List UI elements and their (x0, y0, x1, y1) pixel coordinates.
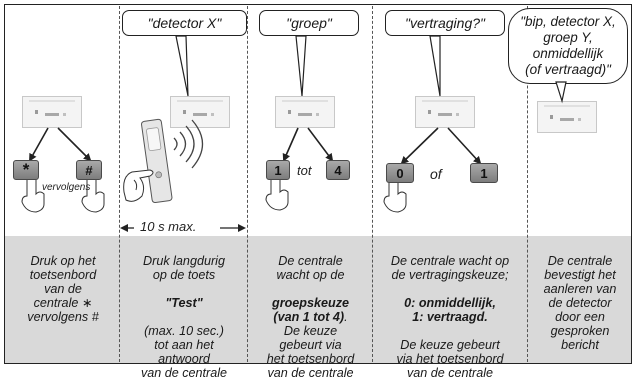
speech-bubble-detector: "detector X" (122, 10, 247, 36)
caption-step-4-text-a: De centrale wacht op de vertragingskeuze… (390, 254, 510, 282)
duration-label: 10 s max. (140, 219, 197, 234)
key-4-groep[interactable]: 4 (326, 160, 350, 180)
speech-bubble-vertraging: "vertraging?" (385, 10, 505, 36)
caption-step-2: Druk langdurig op de toets "Test" (max. … (122, 240, 246, 380)
tot-label: tot (297, 163, 312, 178)
caption-step-2-text-c: (max. 10 sec.) tot aan het antwoord van … (140, 324, 228, 380)
control-panel-3 (275, 96, 335, 128)
bubble-text-bevestiging: "bip, detector X, groep Y, onmiddellijk … (520, 14, 616, 77)
vervolgens-label: vervolgens (42, 182, 91, 193)
caption-step-3: De centrale wacht op de groepskeuze (van… (250, 240, 371, 380)
hand-icon-detector (123, 169, 154, 202)
bubble-tail-vertraging (429, 35, 441, 97)
arrow-to-hash-key (57, 127, 92, 162)
star-key[interactable]: * (13, 160, 39, 180)
caption-step-4-text-b: 0: onmiddellijk, 1: vertraagd. (404, 296, 496, 324)
arrow-to-key-1b (447, 127, 482, 165)
caption-step-1-text: Druk op het toetsenbord van de centrale … (27, 254, 99, 324)
detector-device (141, 118, 173, 204)
bubble-text-detector: "detector X" (147, 14, 222, 31)
key-0-vertraging[interactable]: 0 (386, 163, 414, 183)
column-divider-3 (372, 6, 373, 362)
column-divider-1 (119, 6, 120, 362)
bubble-text-groep: "groep" (286, 14, 332, 31)
caption-step-2-text-a: Druk langdurig op de toets (143, 254, 225, 282)
speech-bubble-groep: "groep" (259, 10, 359, 36)
caption-step-4: De centrale wacht op de vertragingskeuze… (374, 240, 526, 380)
caption-step-3-text-b: groepskeuze (van 1 tot 4) (272, 296, 349, 324)
caption-step-1: Druk op het toetsenbord van de centrale … (8, 240, 118, 324)
caption-step-3-text-a: De centrale wacht op de (276, 254, 345, 282)
speech-bubble-bevestiging: "bip, detector X, groep Y, onmiddellijk … (508, 8, 628, 84)
diagram-graphics (21, 35, 567, 232)
hand-icons-keys (21, 175, 407, 213)
arrow-to-key-4 (307, 127, 334, 162)
radio-waves-icon (173, 119, 204, 169)
hand-icon-star (21, 175, 45, 213)
bubble-text-vertraging: "vertraging?" (405, 14, 485, 31)
hash-key[interactable]: # (76, 160, 102, 180)
column-divider-4 (527, 6, 528, 362)
arrow-to-star-key (29, 127, 49, 162)
control-panel-4 (415, 96, 475, 128)
caption-step-4-text-c: De keuze gebeurt via het toetsenbord van… (396, 338, 504, 380)
key-1-vertraging[interactable]: 1 (470, 163, 498, 183)
caption-step-5: De centrale bevestigt het aanleren van d… (530, 240, 630, 352)
arrow-to-key-0 (400, 127, 439, 165)
control-panel-1 (22, 96, 82, 128)
bubble-tail-bevestiging (555, 81, 567, 104)
hand-icon-key-1 (265, 175, 289, 211)
arrow-to-key-1 (282, 127, 299, 162)
control-panel-5 (537, 101, 597, 133)
column-divider-2 (247, 6, 248, 362)
bubble-tail-groep (295, 35, 307, 97)
of-label: of (430, 166, 442, 182)
hand-icon-key-0 (383, 177, 407, 213)
caption-band (5, 236, 631, 363)
caption-step-5-text: De centrale bevestigt het aanleren van d… (543, 254, 617, 352)
diagram-frame (4, 4, 632, 364)
control-panel-2 (170, 96, 230, 128)
key-1-groep[interactable]: 1 (266, 160, 290, 180)
caption-step-2-text-b: "Test" (165, 296, 203, 310)
bubble-tail-detector (175, 35, 189, 97)
